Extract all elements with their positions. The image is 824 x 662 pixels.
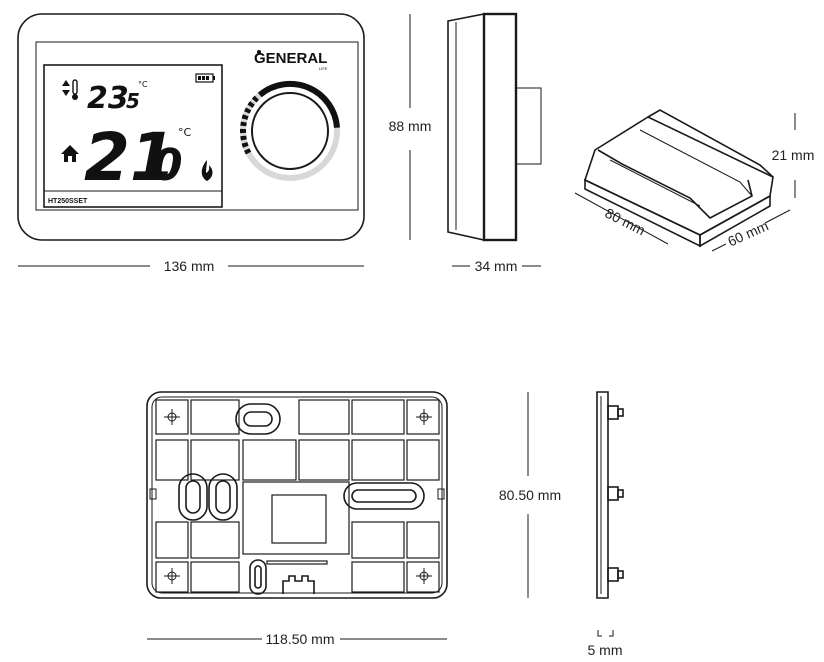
dim-plate-height-group: 80.50 mm: [499, 392, 561, 598]
mounting-plate: 118.50 mm: [146, 391, 448, 647]
device-face-panel: [35, 41, 359, 211]
control-dial: [240, 80, 340, 181]
dim-front-height: 88 mm: [389, 118, 432, 134]
flame-icon: [201, 160, 213, 181]
dim-iso-height: 21 mm: [772, 147, 815, 163]
set-temp-unit: °C: [178, 126, 192, 139]
brand-logo: GENERAL: [254, 50, 327, 67]
dim-front-width: 136 mm: [164, 258, 215, 274]
plate-outline: [146, 391, 448, 599]
iso-view: 80 mm 60 mm 21 mm: [574, 109, 815, 252]
brand-mark-icon: [257, 50, 261, 54]
dim-plate-depth: 5 mm: [588, 642, 623, 658]
side-view: 34 mm: [447, 12, 542, 274]
plate-ribs: [155, 399, 440, 593]
plate-side-view: 5 mm: [588, 391, 624, 658]
brand-sub: LIFE: [319, 66, 328, 71]
set-temp-decimal: 0: [152, 140, 183, 191]
dim-plate-height: 80.50 mm: [499, 487, 561, 503]
dim-side-depth: 34 mm: [475, 258, 518, 274]
current-temp-unit: °C: [138, 80, 148, 89]
battery-icon: [195, 73, 215, 83]
dim-plate-width: 118.50 mm: [266, 631, 335, 647]
updown-arrows-icon: [62, 80, 70, 96]
home-icon: [61, 145, 79, 162]
screw-hole-icon: [164, 409, 432, 584]
device-body-outline: [17, 13, 365, 241]
dim-front-height-group: 88 mm: [389, 14, 432, 240]
current-temp-decimal: 5: [126, 89, 140, 113]
plate-slots: [178, 403, 425, 595]
thermometer-icon: [72, 79, 78, 100]
front-view: HT250SSET 23 5 °C 21 0 °C: [17, 13, 365, 274]
set-temp-integer: 21: [84, 119, 176, 196]
dim-iso-width: 60 mm: [725, 217, 771, 249]
current-temp-integer: 23: [87, 81, 129, 116]
model-label: HT250SSET: [48, 198, 88, 205]
